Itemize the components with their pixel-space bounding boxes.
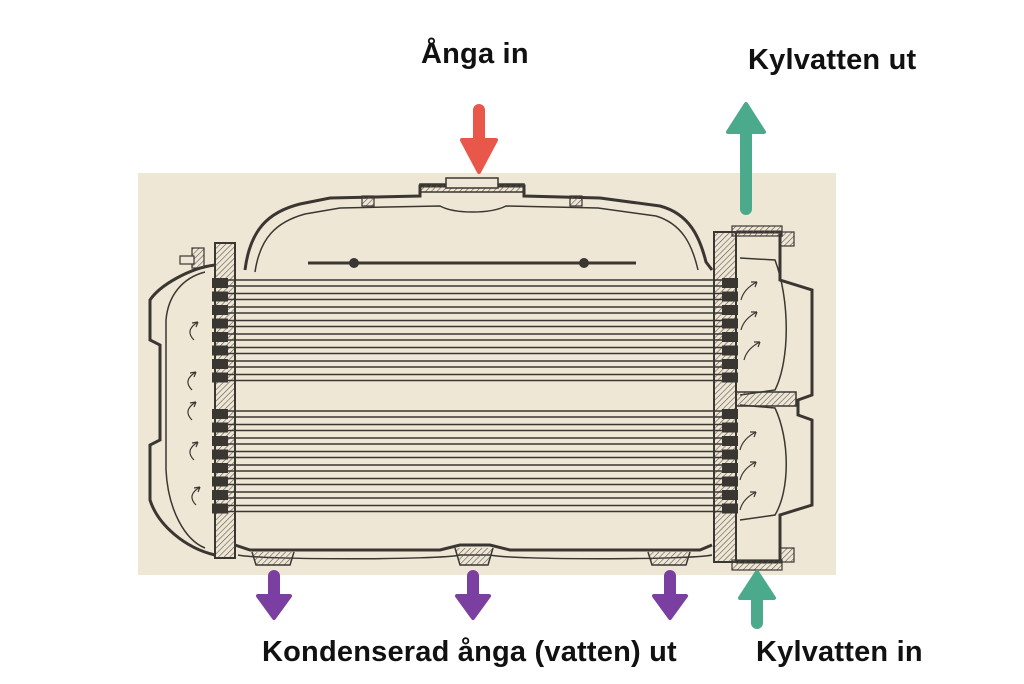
tube-6	[212, 345, 738, 356]
condensed-steam-out-label: Kondenserad ånga (vatten) ut	[262, 636, 677, 668]
flow-arrow-4	[189, 441, 199, 461]
tube-7	[212, 359, 738, 369]
tube-8	[212, 372, 738, 383]
flow-arrow-11	[739, 491, 757, 511]
tube-bundle	[212, 278, 738, 514]
flow-arrowhead-6	[751, 281, 758, 288]
steam-in-arrow	[460, 104, 498, 174]
tube-13	[212, 463, 738, 473]
cooling-water-in-label: Kylvatten in	[756, 636, 923, 668]
tube-11	[212, 436, 738, 446]
tube-9	[212, 409, 738, 419]
tube-5	[212, 332, 738, 342]
flow-arrowhead-9	[750, 431, 757, 438]
cooling-water-out-label: Kylvatten ut	[748, 44, 917, 76]
flow-arrow-3	[187, 401, 197, 421]
tube-14	[212, 476, 738, 487]
condensate-out-arrow-right	[652, 570, 688, 620]
flow-arrowhead-4	[191, 441, 199, 448]
tube-1	[212, 278, 738, 288]
tube-12	[212, 449, 738, 460]
flow-arrow-9	[739, 431, 757, 451]
condensate-out-arrow-left	[256, 570, 292, 620]
steam-in-label: Ånga in	[421, 38, 529, 70]
flow-arrowhead-8	[754, 341, 761, 348]
tube-4	[212, 318, 738, 329]
flow-arrow-5	[191, 486, 201, 506]
tube-10	[212, 422, 738, 433]
flow-arrow-6	[740, 281, 758, 301]
flow-arrowhead-2	[189, 371, 197, 378]
tube-2	[212, 291, 738, 302]
flow-arrowhead-11	[750, 491, 757, 498]
cooling-water-out-arrow	[726, 102, 766, 215]
flow-arrow-1	[189, 321, 199, 341]
water-flow-arrows	[187, 281, 761, 511]
flow-arrowhead-10	[750, 461, 757, 468]
flow-arrow-7	[740, 311, 758, 331]
flow-arrow-10	[739, 461, 757, 481]
flow-arrowhead-7	[751, 311, 758, 318]
tube-15	[212, 490, 738, 500]
condensate-out-arrow-middle	[455, 570, 491, 620]
flow-arrowhead-5	[193, 486, 201, 493]
tube-3	[212, 305, 738, 315]
tube-16	[212, 503, 738, 514]
flow-arrowhead-3	[189, 401, 197, 408]
cooling-water-in-arrow	[738, 570, 776, 629]
flow-arrowhead-1	[191, 321, 199, 328]
flow-arrow-2	[187, 371, 197, 391]
flow-arrow-8	[743, 341, 761, 361]
